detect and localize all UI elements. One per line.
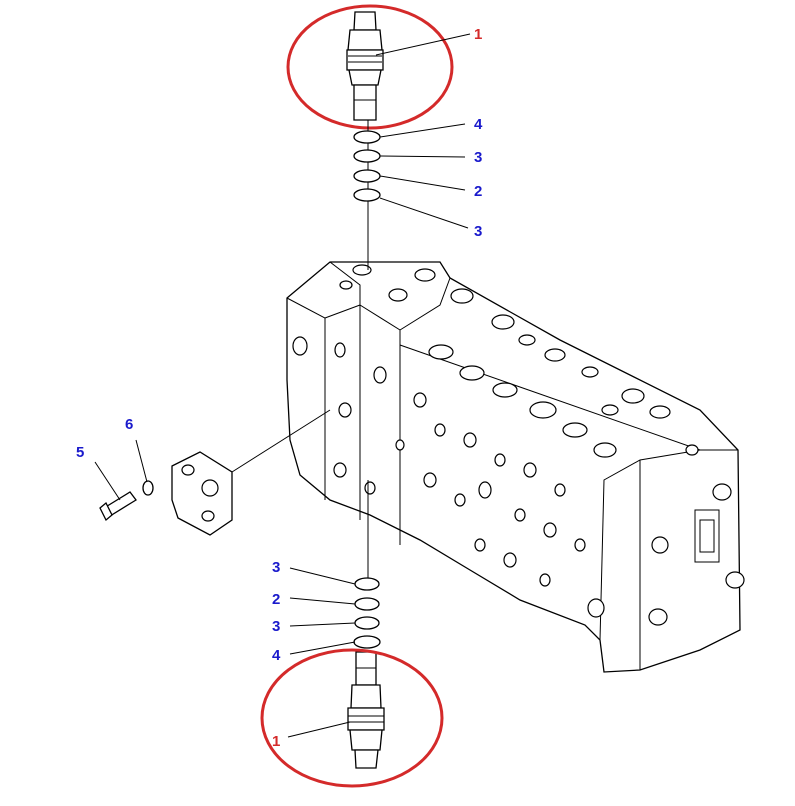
callout-bottom-ring-c: 3 [272, 618, 280, 635]
bottom-ring-3a [354, 577, 380, 591]
side-cover [171, 451, 233, 536]
callout-top-valve: 1 [474, 26, 482, 43]
control-valve-body [286, 261, 745, 673]
cover-axis-line [231, 409, 331, 473]
callout-top-ring-b: 3 [474, 149, 482, 166]
top-ring-3a [353, 149, 381, 163]
bottom-ring-4 [353, 635, 381, 649]
top-ring-3b [353, 188, 381, 202]
callout-top-ring-d: 3 [474, 223, 482, 240]
callout-bottom-ring-a: 3 [272, 559, 280, 576]
callout-bottom-ring-b: 2 [272, 591, 280, 608]
bolt [99, 491, 137, 522]
top-relief-valve [346, 11, 384, 121]
callout-bottom-ring-d: 4 [272, 647, 281, 664]
top-ring-4 [353, 130, 381, 144]
washer [142, 480, 154, 496]
bottom-highlight-circle [260, 648, 444, 788]
bottom-relief-valve [347, 651, 385, 769]
top-ring-2 [353, 169, 381, 183]
callout-bottom-valve: 1 [272, 733, 280, 750]
callout-washer: 6 [125, 416, 133, 433]
callout-bolt: 5 [76, 444, 84, 461]
callout-top-ring-c: 2 [474, 183, 482, 200]
bottom-ring-2 [354, 597, 380, 611]
top-highlight-circle [286, 4, 454, 130]
callout-top-ring-a: 4 [474, 116, 483, 133]
bottom-ring-3b [354, 616, 380, 630]
